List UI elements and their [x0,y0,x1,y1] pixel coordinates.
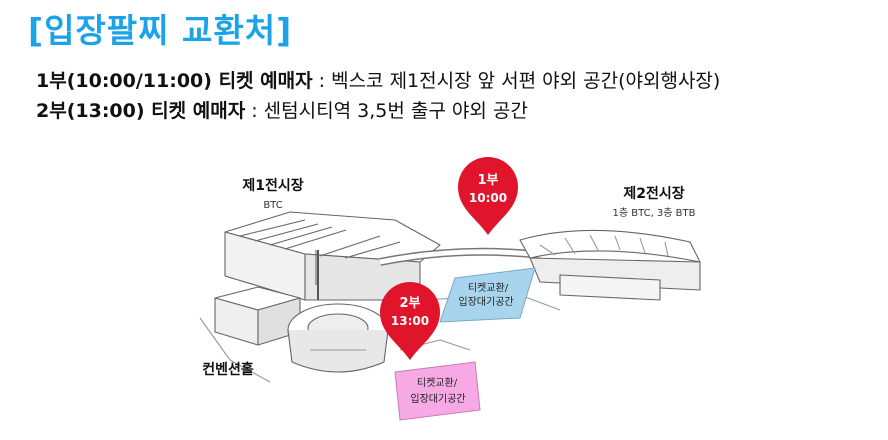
pin-session-1: 1부 10:00 [458,157,518,235]
pin1-label-1: 1부 [477,173,498,188]
pin1-label-2: 10:00 [469,191,507,205]
zone1-label-2: 입장대기공간 [458,295,513,308]
hall2-sub: 1층 BTC, 3층 BTB [612,207,695,219]
zone2-label-2: 입장대기공간 [410,392,465,405]
pin2-label-2: 13:00 [391,314,429,328]
zone1-label-1: 티켓교환/ [468,282,509,294]
hall1-sub: BTC [263,200,282,211]
zone2-label-1: 티켓교환/ [417,377,458,389]
session-2-label: 2부(13:00) 티켓 예매자 [36,100,246,122]
pin2-label-1: 2부 [399,296,420,311]
convention-name: 컨벤션홀 [202,361,254,378]
walkway [379,247,541,266]
venue-map: 티켓교환/ 입장대기공간 티켓교환/ 입장대기공간 1부 10:00 2부 13… [199,157,701,421]
hall1-building [224,211,441,301]
session-2-separator: : [245,100,264,122]
annex-building [214,286,301,346]
hall2-building [519,229,701,301]
session-1-separator: : [312,70,332,92]
page-title: [입장팔찌 교환처] [28,11,293,50]
hall1-name: 제1전시장 [242,177,303,194]
pin-session-2: 2부 13:00 [380,282,440,360]
waiting-zone-2 [394,361,481,421]
session-2-place: 센텀시티역 3,5번 출구 야외 공간 [263,100,528,122]
session-1-place: 벡스코 제1전시장 앞 서편 야외 공간(야외행사장) [331,70,721,92]
convention-building [287,303,389,373]
hall2-name: 제2전시장 [623,185,684,202]
session-1-info: 1부(10:00/11:00) 티켓 예매자 : 벡스코 제1전시장 앞 서편 … [36,66,720,93]
waiting-zone-1 [439,267,536,323]
session-1-label: 1부(10:00/11:00) 티켓 예매자 [36,70,313,92]
session-2-info: 2부(13:00) 티켓 예매자 : 센텀시티역 3,5번 출구 야외 공간 [36,96,528,123]
